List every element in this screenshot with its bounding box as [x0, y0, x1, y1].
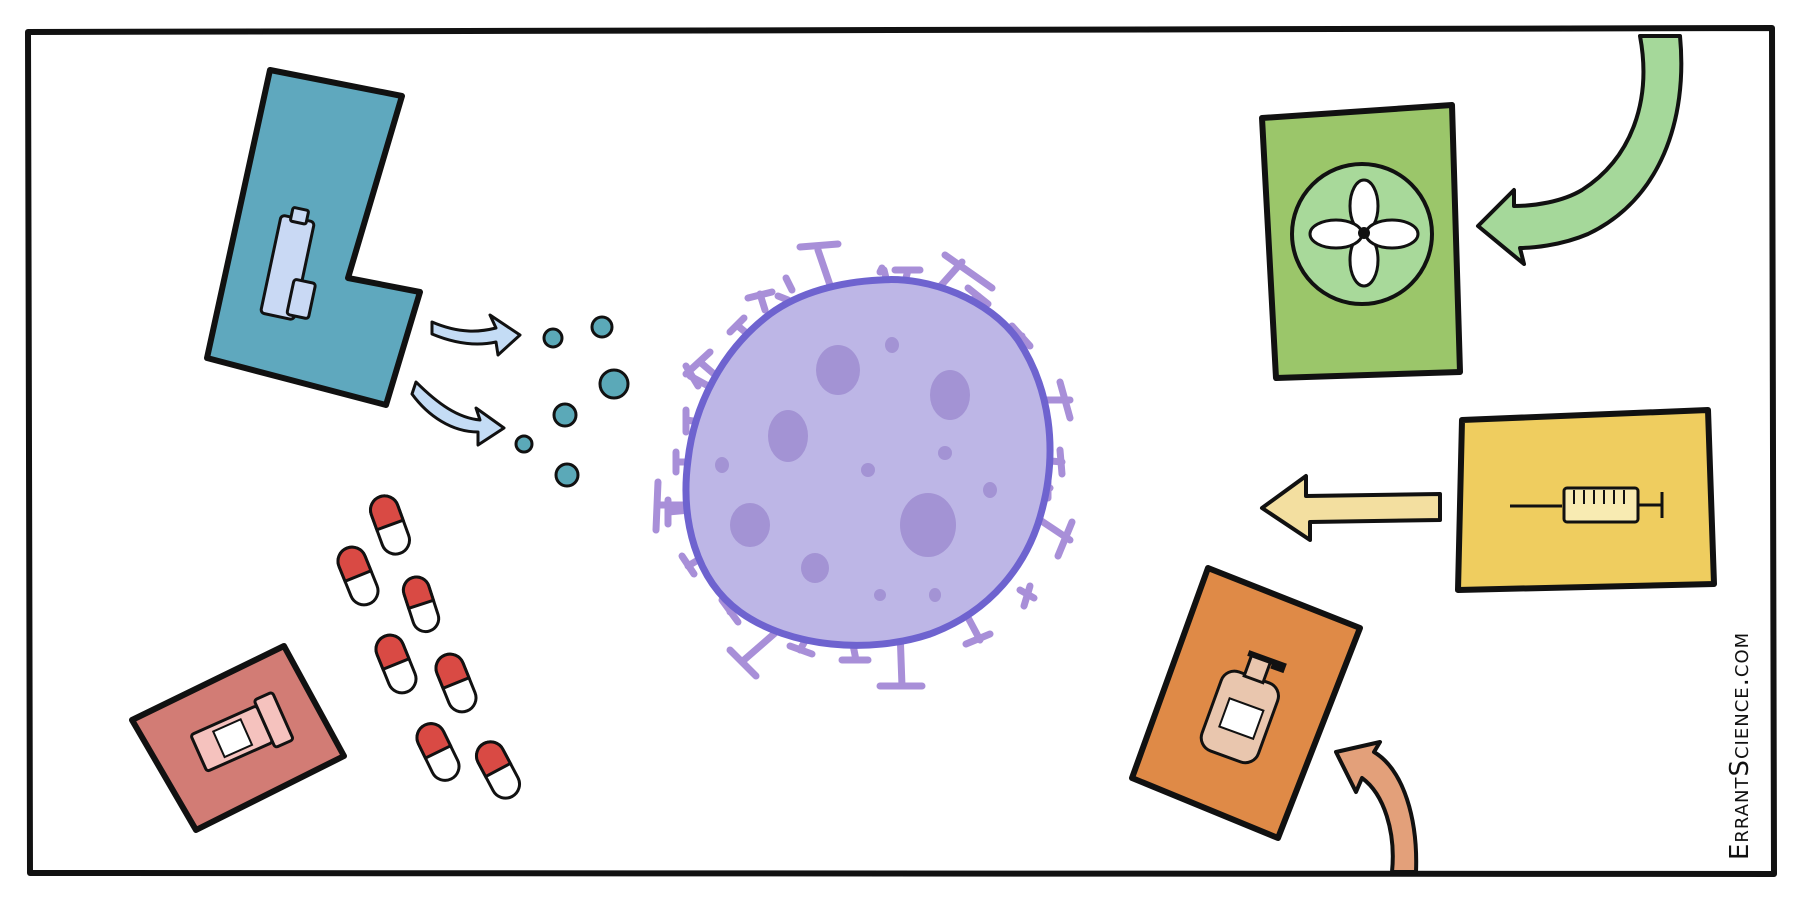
droplets	[514, 315, 630, 488]
inhaler-panel	[204, 67, 423, 408]
fan-icon	[1290, 162, 1434, 306]
panel-frame	[25, 25, 1777, 877]
fan-group	[1259, 102, 1463, 381]
pill-bottle-icon	[190, 691, 294, 773]
pills	[336, 494, 522, 800]
inhaler-group	[204, 67, 423, 408]
syringe-group	[1455, 407, 1717, 593]
green-arrow	[1476, 34, 1684, 266]
virus-icon	[652, 240, 1076, 690]
syringe-icon	[1510, 486, 1664, 524]
pill-box-group	[129, 643, 347, 833]
virus-body	[682, 276, 1054, 649]
credit-text: ErrantScience.com	[1725, 631, 1755, 860]
soap-dispenser-icon	[1199, 650, 1287, 765]
inhaler-icon	[259, 206, 317, 321]
virus-spots	[715, 337, 997, 602]
yellow-arrow	[1260, 474, 1442, 542]
inhaler-arrows	[410, 313, 522, 447]
orange-arrow	[1334, 740, 1419, 874]
soap-group	[1129, 565, 1363, 841]
